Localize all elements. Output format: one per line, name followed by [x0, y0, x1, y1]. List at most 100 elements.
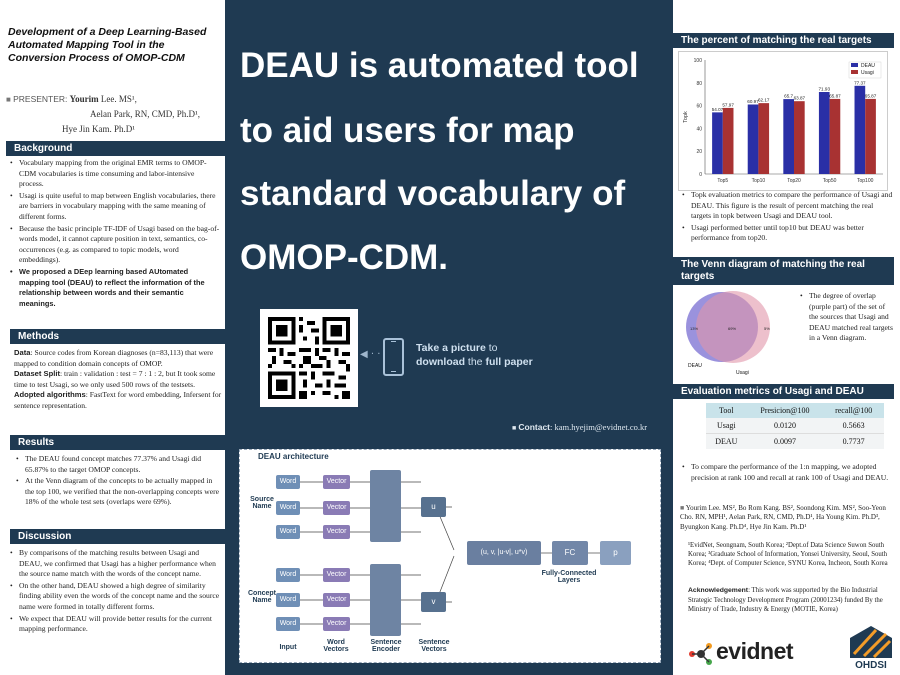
data-label: 62.17: [758, 98, 770, 103]
list-item: By comparisons of the matching results b…: [8, 548, 222, 580]
word-vectors-label: Word Vectors: [323, 639, 349, 653]
y-tick-label: 20: [696, 149, 702, 155]
bar-usagi: [758, 103, 770, 174]
ohdsi-mark-icon: [850, 626, 892, 659]
venn-diagram: 13% 69% 5% DEAU Usagi: [676, 286, 784, 378]
contact-label: Contact: [518, 422, 550, 432]
data-label: 65.87: [829, 93, 841, 98]
list-item: Usagi performed better until top10 but D…: [680, 223, 894, 244]
ohdsi-logo: OHDSI: [846, 624, 896, 674]
x-tick-label: Top20: [787, 178, 801, 184]
presenter-line: ■ PRESENTER: Yourim Lee. MS¹,: [6, 94, 137, 104]
word-box: Word: [276, 617, 300, 631]
methods-heading: Methods: [10, 329, 225, 344]
vector-box: Vector: [323, 475, 350, 489]
bar-usagi: [794, 101, 805, 174]
sentence-encoder-top: [370, 470, 401, 542]
y-tick-label: 60: [696, 104, 702, 110]
data-label: 63.87: [794, 96, 806, 101]
authors-block: ■ Yourim Lee. MS², Bo Rom Kang. BS², Soo…: [680, 504, 886, 531]
table-header: recall@100: [835, 406, 873, 415]
x-tick-label: Top100: [857, 178, 874, 184]
eval-notes-list: To compare the performance of the 1:n ma…: [680, 462, 894, 484]
person-icon: ■: [680, 504, 685, 512]
presenter-label: PRESENTER:: [13, 94, 68, 104]
vector-box: Vector: [323, 501, 350, 515]
fc-layers-label: Fully-Connected Layers: [541, 570, 597, 584]
bar-usagi: [865, 98, 876, 174]
presenter-rest: Lee. MS¹,: [100, 94, 137, 104]
data-label: 71.93: [819, 86, 831, 91]
headline-line-2: to aid users for map: [240, 111, 575, 150]
headline-line-3: standard vocabulary of: [240, 174, 626, 213]
data-label: 65.87: [865, 93, 877, 98]
headline-line-4: OMOP-CDM.: [240, 238, 449, 277]
bar-usagi: [829, 98, 841, 174]
p-box: p: [600, 541, 631, 565]
concept-name-label: Concept Name: [248, 590, 276, 604]
chart-notes-list: Topk evaluation metrics to compare the p…: [680, 190, 894, 258]
list-item: We proposed a DEep learning based AUtoma…: [8, 267, 220, 309]
x-tick-label: Top5: [717, 178, 728, 184]
x-tick-label: Top50: [823, 178, 837, 184]
list-item: Because the basic principle TF-IDF of Us…: [8, 224, 220, 266]
venn-usagi-circle: [696, 291, 770, 363]
vector-box: Vector: [323, 568, 350, 582]
bar-deau: [818, 91, 830, 174]
word-box: Word: [276, 525, 300, 539]
data-label: 54.07: [712, 107, 724, 112]
methods-split: Dataset Split: train : validation : test…: [14, 369, 216, 389]
chart-heading: The percent of matching the real targets: [673, 33, 894, 48]
list-item: The DEAU found concept matches 77.37% an…: [14, 454, 222, 475]
vector-box: Vector: [323, 525, 350, 539]
venn-usagi-label: Usagi: [736, 370, 749, 376]
person-icon: ■: [6, 95, 11, 104]
sentence-vectors-label: Sentence Vectors: [418, 639, 450, 653]
data-label: 57.97: [722, 102, 734, 107]
legend-swatch: [851, 63, 858, 67]
u-vector-box: u: [421, 497, 446, 517]
legend-label: DEAU: [861, 63, 875, 69]
concat-box: (u, v, |u-v|, u*v): [467, 541, 541, 565]
contact-line: ■ Contact: kam.hyejim@evidnet.co.kr: [512, 422, 647, 432]
acknowledgement: Acknowledgement: This work was supported…: [688, 587, 883, 613]
list-item: Topk evaluation metrics to compare the p…: [680, 190, 894, 222]
results-heading: Results: [10, 435, 225, 450]
evidnet-wordmark: evidnet: [716, 638, 794, 664]
bar-deau: [747, 104, 759, 174]
list-item: Usagi is quite useful to map between Eng…: [8, 191, 220, 223]
person-icon: ■: [512, 424, 517, 432]
venn-deau-label: DEAU: [688, 363, 702, 369]
list-item: On the other hand, DEAU showed a high de…: [8, 581, 222, 613]
list-item: We expect that DEAU will provide better …: [8, 614, 222, 635]
x-tick-label: Top10: [752, 178, 766, 184]
venn-left-pct: 13%: [690, 326, 699, 331]
authors-line-2: Aelan Park, RN, CMD, Ph.D¹,: [90, 109, 200, 119]
contact-email: : kam.hyejim@evidnet.co.kr: [550, 422, 648, 432]
bar-deau: [783, 99, 794, 174]
authors-line-3: Hye Jin Kam. Ph.D¹: [62, 124, 135, 134]
background-heading: Background: [6, 141, 225, 156]
sentence-encoder-label: Sentence Encoder: [370, 639, 402, 653]
qr-code[interactable]: [260, 309, 358, 407]
v-vector-box: v: [421, 592, 446, 612]
presenter-name: Yourim: [69, 94, 99, 104]
y-axis-label: Topk: [683, 111, 689, 123]
methods-body: Data: Source codes from Korean diagnoses…: [14, 348, 224, 412]
results-list: The DEAU found concept matches 77.37% an…: [14, 454, 222, 509]
qr-code-graphic: [268, 317, 350, 399]
fc-box: FC: [552, 541, 588, 565]
vector-box: Vector: [323, 617, 350, 631]
data-label: 60.97: [747, 99, 759, 104]
word-box: Word: [276, 593, 300, 607]
list-item: The degree of overlap (purple part) of t…: [798, 291, 896, 344]
arrow-dots: ◀ · ·: [360, 349, 381, 360]
arch-connectors: [300, 481, 600, 625]
eval-heading: Evaluation metrics of Usagi and DEAU: [673, 384, 894, 399]
discussion-list: By comparisons of the matching results b…: [8, 548, 222, 636]
sentence-encoder-bottom: [370, 564, 401, 636]
bar-deau: [854, 85, 866, 174]
methods-algorithms: Adopted algorithms: FastText for word em…: [14, 390, 222, 410]
